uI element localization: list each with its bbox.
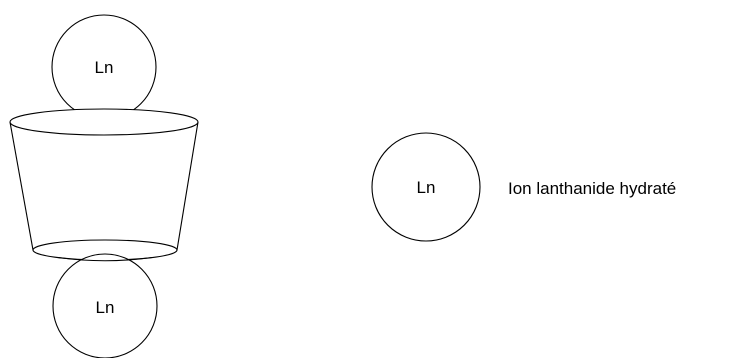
cavity-cone (9, 108, 199, 261)
cone-right-side (176, 121, 199, 251)
cone-bottom-rim-front (57, 256, 153, 262)
legend-ion-label: Ln (417, 178, 436, 197)
bottom-ion: Ln (52, 253, 158, 358)
cone-top-rim (9, 108, 199, 136)
legend: Ln Ion lanthanide hydraté (371, 132, 676, 242)
bottom-ion-circle (52, 253, 158, 358)
top-ion-label: Ln (95, 58, 114, 77)
legend-text: Ion lanthanide hydraté (508, 179, 676, 198)
top-ion: Ln (51, 14, 157, 120)
cone-left-side (9, 121, 34, 251)
legend-ion-circle (371, 132, 481, 242)
bottom-ion-label: Ln (96, 298, 115, 317)
